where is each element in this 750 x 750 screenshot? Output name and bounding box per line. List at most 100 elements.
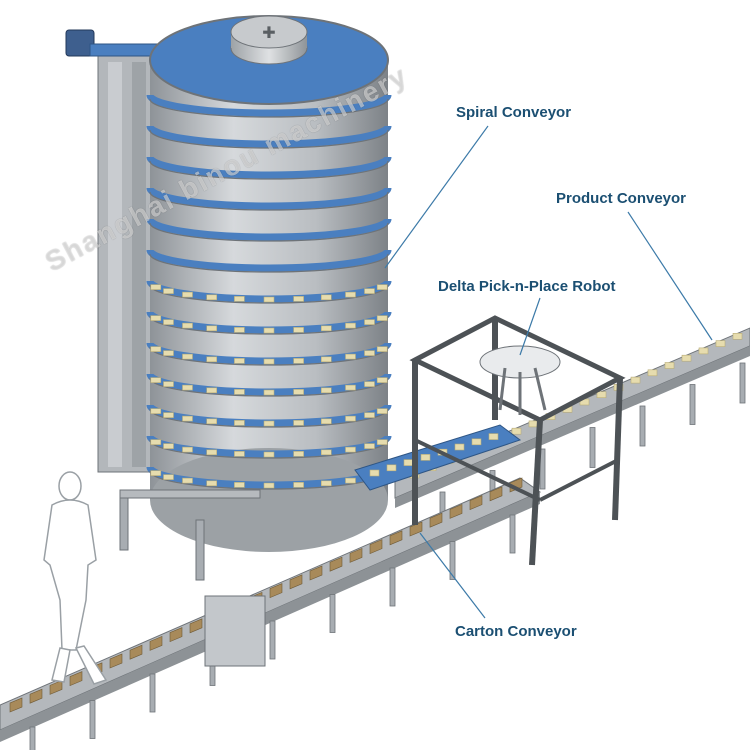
drive-motor-icon: [65, 29, 95, 57]
product-item: [293, 482, 304, 488]
product-item: [150, 470, 162, 476]
product-item: [420, 454, 431, 461]
carton-item: [449, 503, 463, 519]
product-item: [364, 288, 375, 294]
spiral-tier-rail: [149, 253, 389, 273]
product-item: [206, 418, 217, 425]
product-item: [163, 443, 174, 449]
control-cabinet: [204, 595, 266, 667]
conveyor-leg: [329, 594, 336, 633]
label-delta-robot: Delta Pick-n-Place Robot: [438, 278, 616, 295]
carton-item: [469, 495, 483, 511]
product-item: [664, 362, 675, 369]
carton-item: [69, 671, 83, 687]
carton-item: [289, 574, 303, 590]
product-item: [234, 451, 245, 457]
product-item: [320, 480, 332, 487]
carton-item: [489, 486, 503, 502]
product-item: [163, 474, 174, 480]
product-item: [345, 477, 356, 484]
leader-product: [627, 211, 713, 341]
conveyor-leg: [269, 620, 276, 660]
product-item: [596, 391, 607, 399]
conveyor-leg: [639, 405, 646, 447]
spiral-tier-rail: [149, 129, 389, 149]
carton-item: [9, 697, 23, 713]
lift-column: [65, 29, 181, 473]
product-item: [511, 427, 522, 435]
product-item: [150, 377, 162, 383]
spiral-tier-belt: [146, 125, 392, 148]
product-item: [234, 482, 245, 488]
product-item: [263, 358, 275, 365]
product-item: [263, 296, 275, 303]
product-item: [345, 384, 356, 391]
carton-item: [109, 653, 123, 669]
product-item: [206, 387, 217, 394]
conveyor-leg: [589, 427, 596, 468]
product-item: [163, 381, 174, 387]
spiral-tier-belt: [146, 218, 392, 241]
spiral-tier-rail: [149, 222, 389, 242]
spiral-conveyor-tower: ✚: [146, 15, 392, 552]
carton-item: [29, 688, 43, 704]
product-item: [293, 296, 304, 302]
product-item: [182, 353, 193, 360]
carton-item: [329, 556, 343, 572]
product-item: [471, 438, 482, 446]
product-item: [234, 389, 245, 395]
product-item: [376, 315, 388, 321]
carton-item: [389, 530, 403, 546]
carton-item: [189, 618, 203, 634]
product-item: [364, 319, 375, 325]
product-item: [293, 451, 304, 457]
spiral-tier-belt: [146, 249, 392, 272]
product-item: [320, 356, 332, 363]
conveyor-leg: [689, 384, 696, 425]
product-item: [364, 443, 375, 449]
product-item: [293, 420, 304, 426]
product-item: [376, 408, 388, 414]
product-item: [345, 446, 356, 453]
product-item: [234, 296, 245, 302]
spiral-tier-belt: [146, 156, 392, 179]
spiral-tier-rail: [149, 346, 389, 366]
product-item: [320, 387, 332, 394]
product-item: [681, 354, 692, 362]
product-item: [364, 381, 375, 387]
conveyor-leg: [29, 726, 36, 750]
product-item: [263, 389, 275, 396]
product-item: [234, 358, 245, 364]
product-item: [234, 420, 245, 426]
conveyor-leg: [389, 567, 396, 607]
carton-item: [149, 635, 163, 651]
spiral-tier-rail: [149, 377, 389, 397]
spiral-tier-rail: [149, 315, 389, 335]
product-item: [293, 327, 304, 333]
product-item: [182, 446, 193, 453]
product-item: [182, 322, 193, 329]
product-item: [376, 346, 388, 352]
tower-support-legs: [119, 489, 261, 581]
carton-item: [369, 539, 383, 555]
product-item: [403, 459, 414, 466]
product-item: [150, 346, 162, 352]
delta-robot-head: [479, 345, 561, 415]
carton-item: [409, 521, 423, 537]
product-item: [369, 469, 380, 477]
conveyor-leg: [89, 700, 96, 739]
product-item: [293, 389, 304, 395]
product-item: [263, 451, 275, 458]
leader-spiral: [384, 125, 489, 269]
product-item: [647, 369, 658, 377]
product-item: [630, 376, 641, 384]
spiral-tier-belt: [146, 187, 392, 210]
product-item: [150, 284, 162, 290]
conveyor-leg: [739, 362, 746, 404]
product-item: [376, 284, 388, 290]
conveyor-leg: [509, 514, 516, 554]
product-item: [345, 415, 356, 422]
spiral-tier-rail: [149, 408, 389, 428]
product-item: [320, 294, 332, 301]
